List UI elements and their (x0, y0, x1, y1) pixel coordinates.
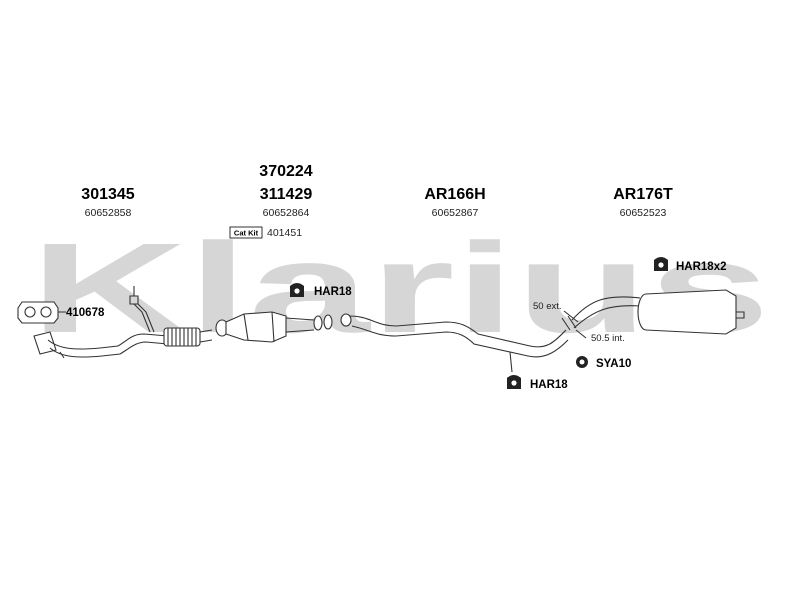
part-number-311429: 311429 (260, 186, 313, 203)
catalytic-converter (215, 311, 333, 343)
gasket-icon (17, 301, 59, 324)
gasket-label: 410678 (66, 307, 105, 319)
part-number-301345: 301345 (81, 186, 134, 203)
int-diameter-label: 50.5 int. (591, 333, 625, 344)
part-ref-60652523: 60652523 (620, 207, 667, 219)
hanger-rubber-icon (654, 257, 668, 271)
part-ref-60652864: 60652864 (263, 207, 310, 219)
front-pipe: 410678 (17, 286, 213, 359)
ext-diameter-label: 50 ext. (533, 301, 562, 312)
cat-kit-number: 401451 (267, 227, 302, 239)
rear-silencer (571, 289, 745, 335)
part-number-AR176T: AR176T (613, 186, 673, 203)
brand-watermark: Klarius (30, 217, 770, 360)
hanger-front-label: HAR18 (314, 286, 352, 298)
part-ref-60652867: 60652867 (432, 207, 479, 219)
cat-kit-badge-label: Cat Kit (234, 229, 259, 238)
hanger-mid-label: HAR18 (530, 379, 568, 391)
part-ref-60652858: 60652858 (85, 207, 132, 219)
part-number-370224: 370224 (259, 163, 312, 180)
centre-pipe (340, 313, 569, 373)
clamp-icon (576, 356, 588, 368)
hanger-rubber-icon (507, 375, 521, 389)
hanger-rear-label: HAR18x2 (676, 261, 727, 273)
clamp-label: SYA10 (596, 358, 631, 370)
cat-kit-badge (229, 226, 263, 239)
hanger-rubber-icon (290, 283, 304, 297)
part-number-AR166H: AR166H (424, 186, 485, 203)
